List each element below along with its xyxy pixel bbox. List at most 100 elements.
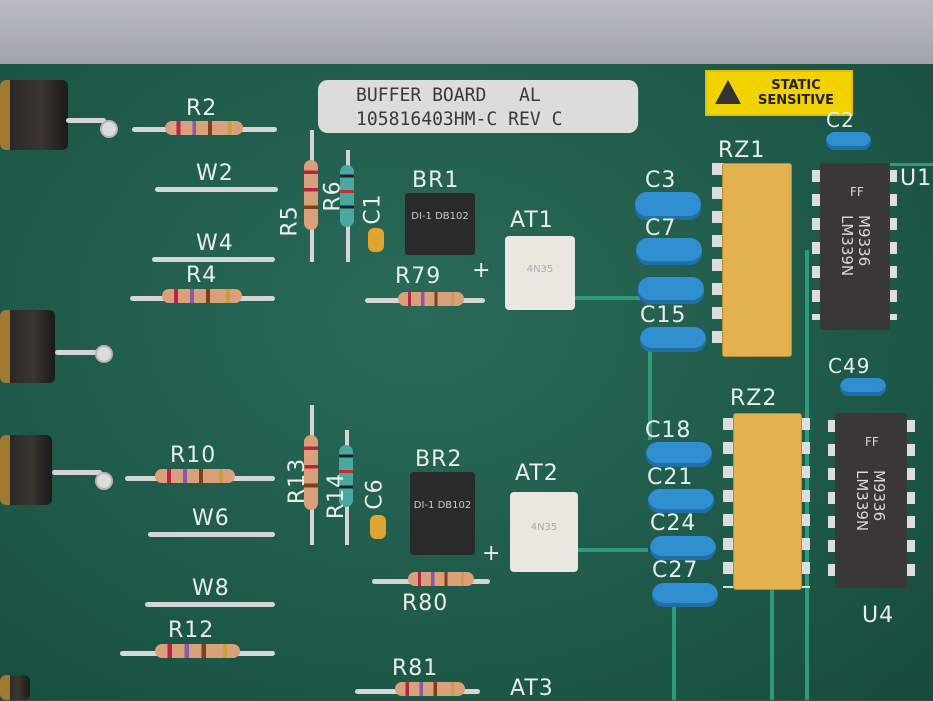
static-sensitive-sticker: STATIC SENSITIVE xyxy=(705,70,853,116)
label-u4: U4 xyxy=(862,603,895,628)
resistor-r2 xyxy=(165,121,243,135)
background-surface xyxy=(0,0,933,70)
label-r14: R14 xyxy=(324,472,350,520)
chip-marking: FF xyxy=(865,435,879,449)
bridge-rectifier-br1: DI-1 DB102 xyxy=(405,193,475,255)
optocoupler-at1: 4N35 xyxy=(505,236,575,310)
chip-marking-line: LM339N xyxy=(838,215,856,277)
label-c3: C3 xyxy=(645,168,677,193)
optocoupler-at2: 4N35 xyxy=(510,492,578,572)
chip-marking: 4N35 xyxy=(526,264,554,275)
label-r80: R80 xyxy=(402,591,449,616)
resistor-r10 xyxy=(155,469,235,483)
label-w8: W8 xyxy=(192,576,230,601)
label-r81: R81 xyxy=(392,656,439,681)
label-c49: C49 xyxy=(828,354,871,378)
capacitor-c2 xyxy=(826,132,871,150)
label-c24: C24 xyxy=(650,511,697,536)
board-label-sticker: BUFFER BOARD AL 105816403HM-C REV C xyxy=(318,80,639,133)
chip-marking-line: M9336 xyxy=(870,470,888,522)
label-at1: AT1 xyxy=(510,208,554,233)
board-name: BUFFER BOARD AL xyxy=(356,84,541,106)
resistor-r13 xyxy=(304,435,318,510)
trace xyxy=(890,163,933,166)
warning-text: STATIC xyxy=(771,78,821,93)
resistor-r5 xyxy=(304,160,318,230)
inductor xyxy=(0,675,30,700)
lead-wire xyxy=(66,118,106,123)
board-part-number: 105816403HM-C REV C xyxy=(356,108,563,130)
label-rz1: RZ1 xyxy=(718,138,766,163)
capacitor-c24 xyxy=(650,536,716,560)
label-c2: C2 xyxy=(826,108,855,132)
lead-wire xyxy=(52,470,102,475)
esd-warning-icon xyxy=(715,80,741,104)
capacitor-c21 xyxy=(648,489,714,513)
jumper-w2 xyxy=(155,187,278,192)
capacitor-c27 xyxy=(652,583,718,607)
label-w6: W6 xyxy=(192,506,230,531)
resistor-r6 xyxy=(340,165,354,227)
label-r6: R6 xyxy=(320,180,346,212)
label-plus: + xyxy=(472,258,492,283)
warning-text: SENSITIVE xyxy=(758,93,834,108)
resistor-r14 xyxy=(339,445,353,507)
label-at2: AT2 xyxy=(515,461,559,486)
inductor xyxy=(0,80,68,150)
inductor xyxy=(0,310,55,383)
label-w2: W2 xyxy=(196,161,234,186)
jumper-w4 xyxy=(152,257,275,262)
label-c18: C18 xyxy=(645,418,692,443)
trace xyxy=(648,350,652,440)
label-r13: R13 xyxy=(285,457,311,505)
chip-marking: DI-1 DB102 xyxy=(411,211,469,222)
label-w4: W4 xyxy=(196,231,234,256)
label-r12: R12 xyxy=(168,618,215,643)
solder-pad xyxy=(95,345,113,363)
capacitor xyxy=(638,277,704,304)
ic-pins xyxy=(712,163,724,348)
trace xyxy=(578,548,648,552)
bridge-rectifier-br2: DI-1 DB102 xyxy=(410,472,475,555)
label-c15: C15 xyxy=(640,303,687,328)
circuit-board xyxy=(0,64,933,700)
resistor-r12 xyxy=(155,644,240,658)
label-u1: U1 xyxy=(900,166,933,191)
capacitor-c15 xyxy=(640,327,706,352)
label-c27: C27 xyxy=(652,558,699,583)
capacitor-c7 xyxy=(636,238,702,265)
chip-marking: FF xyxy=(850,185,864,199)
resistor-r79 xyxy=(398,292,464,306)
trace xyxy=(575,296,640,300)
resistor-r81 xyxy=(395,682,465,696)
label-br2: BR2 xyxy=(415,447,463,472)
label-r4: R4 xyxy=(186,263,218,288)
resistor-network-rz1 xyxy=(722,163,792,357)
jumper-w8 xyxy=(145,602,275,607)
label-r5: R5 xyxy=(277,205,303,237)
trace xyxy=(672,607,676,700)
resistor-network-rz2 xyxy=(733,413,802,590)
label-rz2: RZ2 xyxy=(730,386,778,411)
resistor-r4 xyxy=(162,289,242,303)
chip-marking: 4N35 xyxy=(530,522,558,533)
label-c1: C1 xyxy=(360,193,386,225)
jumper-w6 xyxy=(148,532,275,537)
label-c21: C21 xyxy=(647,465,694,490)
label-br1: BR1 xyxy=(412,168,460,193)
trace xyxy=(770,588,774,700)
chip-marking: DI-1 DB102 xyxy=(413,500,472,511)
capacitor-c6 xyxy=(370,515,386,539)
label-r10: R10 xyxy=(170,443,217,468)
chip-marking-line: LM339N xyxy=(853,470,871,532)
resistor-r80 xyxy=(408,572,474,586)
capacitor-c18 xyxy=(646,442,712,467)
capacitor-c49 xyxy=(840,378,886,396)
solder-pad xyxy=(100,120,118,138)
label-plus: + xyxy=(482,541,502,566)
lead-wire xyxy=(55,350,100,355)
